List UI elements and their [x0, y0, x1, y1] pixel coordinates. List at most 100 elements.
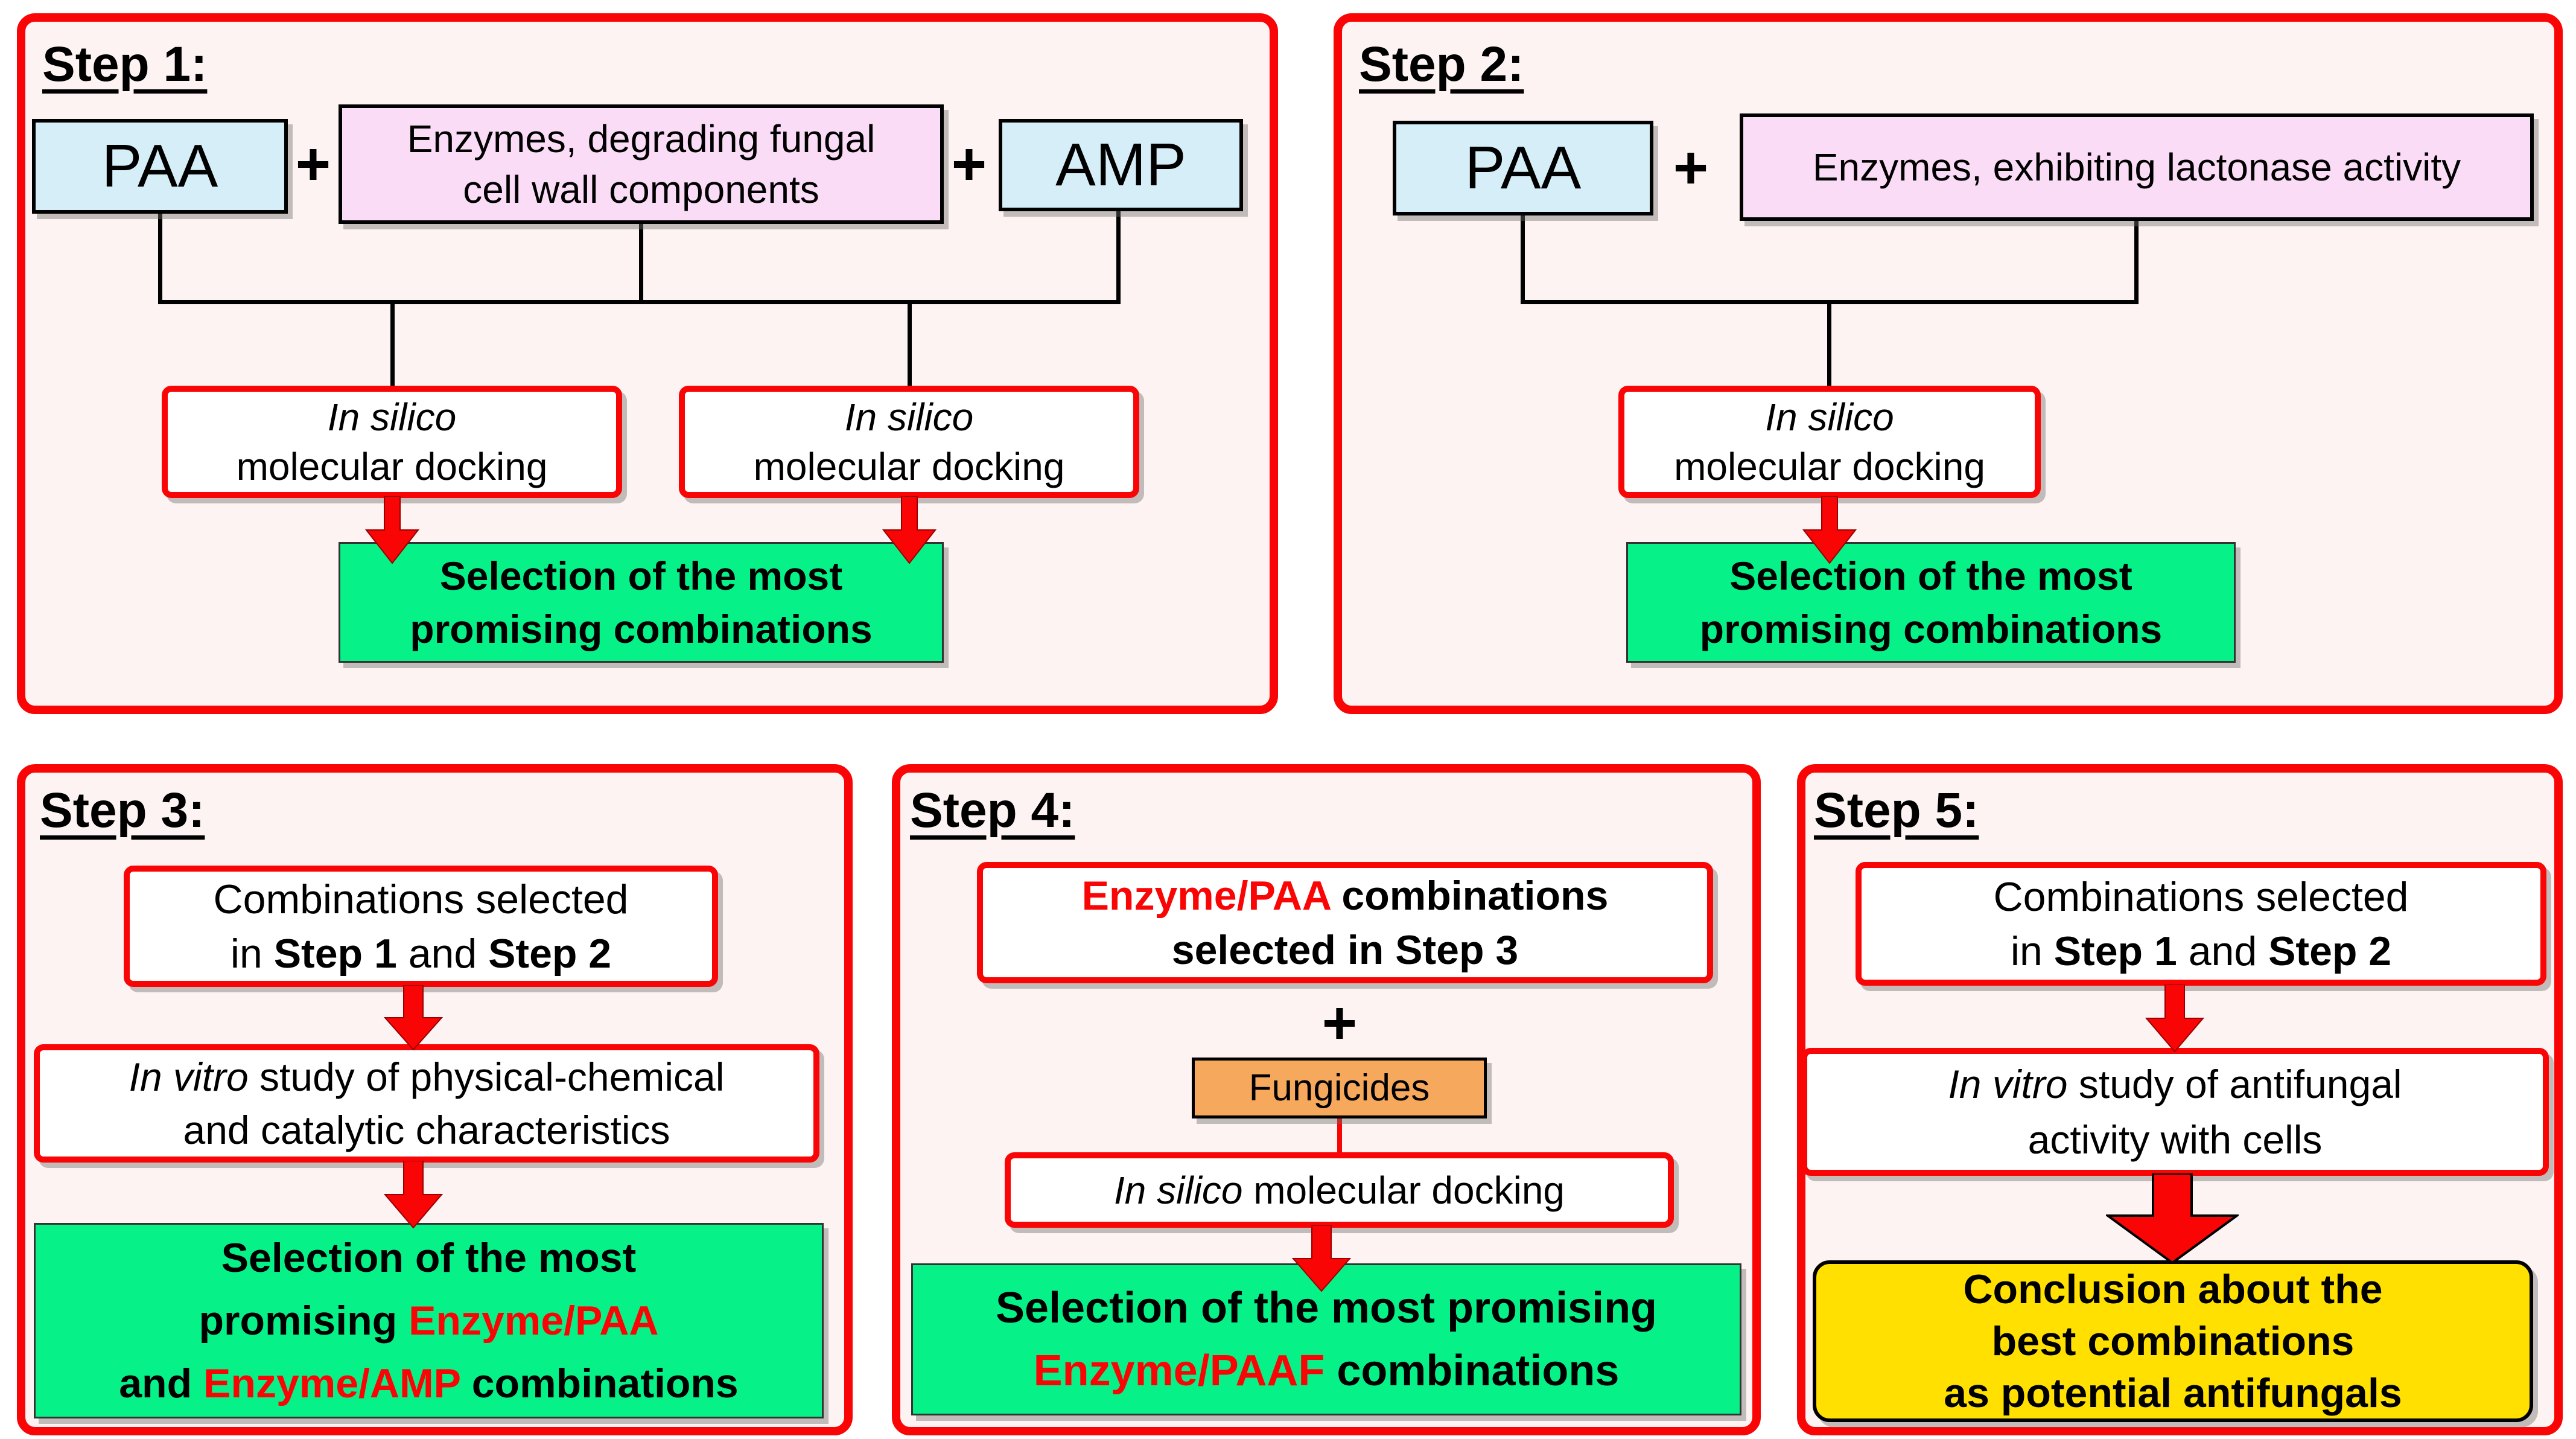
step1-down-arrow-left-icon: [364, 496, 420, 564]
step3-combinations-box: Combinations selected in Step 1 and Step…: [124, 866, 718, 987]
step2-selection-line2: promising combinations: [1699, 607, 2163, 651]
step2-line-enzymes-down: [2134, 221, 2139, 302]
step3-selection-enzyme-paa: Enzyme/PAA: [409, 1298, 659, 1344]
step5-title: Step 5:: [1814, 783, 1979, 838]
step5-conclusion-line2: best combinations: [1991, 1318, 2355, 1364]
step5-conclusion-line1: Conclusion about the: [1963, 1266, 2383, 1312]
step1-line-enzymes-down: [639, 224, 643, 302]
step3-invitro-line1-rest: study of physical-chemical: [259, 1055, 725, 1099]
step1-line-paa-down: [158, 214, 162, 302]
step2-title: Step 2:: [1359, 37, 1524, 92]
step5-invitro-line1-rest: study of antifungal: [2078, 1062, 2402, 1106]
step1-amp-box: AMP: [999, 119, 1243, 211]
step4-combinations-line1-rest: combinations: [1341, 872, 1609, 919]
step4-down-arrow-icon: [1291, 1225, 1352, 1292]
step4-docking-box: In silico molecular docking: [1005, 1152, 1674, 1228]
step3-selection-line2-black: promising: [199, 1298, 398, 1344]
step1-down-arrow-right-icon: [882, 496, 937, 564]
step2-enzymes-box: Enzymes, exhibiting lactonase activity: [1740, 113, 2534, 221]
step1-docking-right-line2: molecular docking: [753, 445, 1065, 488]
step4-combinations-enzyme-paa: Enzyme/PAA: [1081, 872, 1331, 919]
step5-invitro-line1: In vitro study of antifungal: [1948, 1056, 2402, 1112]
step3-invitro-box: In vitro study of physical-chemical and …: [34, 1044, 819, 1163]
step4-selection-line1: Selection of the most promising: [995, 1284, 1658, 1332]
step5-invitro-line2: activity with cells: [2027, 1117, 2323, 1162]
step4-selection-box: Selection of the most promising Enzyme/P…: [911, 1263, 1741, 1415]
step1-selection-box: Selection of the most promising combinat…: [339, 542, 944, 663]
step5-combinations-line2-mid: and: [2188, 928, 2257, 974]
step5-combinations-box: Combinations selected in Step 1 and Step…: [1856, 862, 2546, 986]
step2-plus: +: [1673, 133, 1709, 202]
step1-docking-left-box: In silico molecular docking: [162, 386, 622, 498]
step3-selection-line1: Selection of the most: [221, 1235, 637, 1281]
step3-selection-line3: and Enzyme/AMP combinations: [119, 1352, 739, 1415]
step3-selection-line2: promising Enzyme/PAA: [199, 1289, 658, 1352]
step1-enzymes-line1: Enzymes, degrading fungal: [407, 117, 876, 161]
step3-invitro-line1: In vitro study of physical-chemical: [129, 1050, 725, 1103]
step1-docking-left-line1: In silico: [327, 395, 457, 439]
step1-docking-left-line2: molecular docking: [236, 445, 548, 488]
step1-title: Step 1:: [42, 37, 208, 92]
step3-combinations-step1-ref: Step 1: [273, 930, 397, 977]
step4-red-connector: [1337, 1118, 1342, 1156]
step2-docking-line2: molecular docking: [1674, 445, 1985, 488]
step3-selection-line3-pre: and: [119, 1361, 192, 1406]
step1-line-horizontal: [158, 300, 1121, 304]
step1-docking-right-line1: In silico: [844, 395, 974, 439]
step5-invitro-box: In vitro study of antifungal activity wi…: [1801, 1048, 2549, 1176]
step4-selection-line2-rest: combinations: [1337, 1347, 1620, 1395]
step1-plus-1: +: [295, 130, 331, 198]
step4-selection-line2: Enzyme/PAAF combinations: [1034, 1339, 1620, 1402]
step5-down-arrow-icon: [2145, 984, 2205, 1053]
step5-invitro-italic: In vitro: [1948, 1062, 2068, 1106]
step4-docking-rest: molecular docking: [1253, 1168, 1565, 1212]
step3-combinations-line2-pre: in: [230, 930, 262, 977]
step3-combinations-line2: in Step 1 and Step 2: [231, 927, 611, 981]
step2-line-paa-down: [1521, 215, 1525, 302]
step1-line-amp-down: [1116, 211, 1121, 302]
step3-invitro-italic: In vitro: [129, 1055, 249, 1099]
step4-fungicides-label: Fungicides: [1248, 1067, 1430, 1109]
step5-combinations-step1-ref: Step 1: [2053, 928, 2177, 974]
step5-combinations-step2-ref: Step 2: [2268, 928, 2392, 974]
step1-selection-line2: promising combinations: [410, 607, 873, 651]
step3-combinations-step2-ref: Step 2: [488, 930, 612, 977]
step4-plus: +: [1321, 989, 1358, 1057]
step3-selection-enzyme-amp: Enzyme/AMP: [203, 1361, 460, 1406]
step1-enzymes-box: Enzymes, degrading fungal cell wall comp…: [339, 104, 944, 224]
step2-paa-box: PAA: [1393, 121, 1653, 215]
step4-combinations-line2: selected in Step 3: [1171, 927, 1519, 973]
step5-conclusion-box: Conclusion about the best combinations a…: [1813, 1260, 2533, 1422]
step5-combinations-line2: in Step 1 and Step 2: [2011, 924, 2391, 978]
step3-combinations-line2-mid: and: [408, 930, 477, 977]
step2-line-horizontal: [1521, 300, 2139, 304]
step5-combinations-line2-pre: in: [2010, 928, 2043, 974]
step5-big-down-arrow-icon: [2104, 1172, 2241, 1265]
step1-selection-line1: Selection of the most: [439, 554, 843, 598]
step3-selection-box: Selection of the most promising Enzyme/P…: [34, 1223, 824, 1418]
step1-amp-label: AMP: [1055, 131, 1186, 199]
step3-down-arrow-2-icon: [383, 1160, 444, 1229]
step5-conclusion-line3: as potential antifungals: [1944, 1370, 2402, 1416]
step2-docking-line1: In silico: [1765, 395, 1894, 439]
step2-selection-line1: Selection of the most: [1729, 554, 2132, 598]
step1-paa-box: PAA: [32, 119, 288, 214]
step2-down-arrow-icon: [1802, 496, 1857, 564]
step4-fungicides-box: Fungicides: [1192, 1058, 1487, 1118]
step4-docking-italic: In silico: [1114, 1168, 1243, 1212]
step1-docking-right-box: In silico molecular docking: [679, 386, 1139, 498]
step2-docking-box: In silico molecular docking: [1618, 386, 2041, 498]
step4-selection-enzyme-paaf: Enzyme/PAAF: [1033, 1347, 1325, 1395]
step2-line-drop: [1827, 302, 1831, 387]
step4-title: Step 4:: [910, 783, 1075, 838]
step5-combinations-line1: Combinations selected: [1993, 873, 2409, 920]
step2-selection-box: Selection of the most promising combinat…: [1626, 542, 2236, 663]
step1-paa-label: PAA: [101, 132, 218, 200]
step4-docking-line: In silico molecular docking: [1114, 1168, 1565, 1213]
step3-title: Step 3:: [40, 783, 205, 838]
step3-invitro-line2: and catalytic characteristics: [183, 1108, 670, 1152]
step1-enzymes-line2: cell wall components: [463, 168, 819, 211]
step2-enzymes-label: Enzymes, exhibiting lactonase activity: [1812, 145, 2461, 189]
step3-selection-line3-post: combinations: [471, 1361, 739, 1406]
